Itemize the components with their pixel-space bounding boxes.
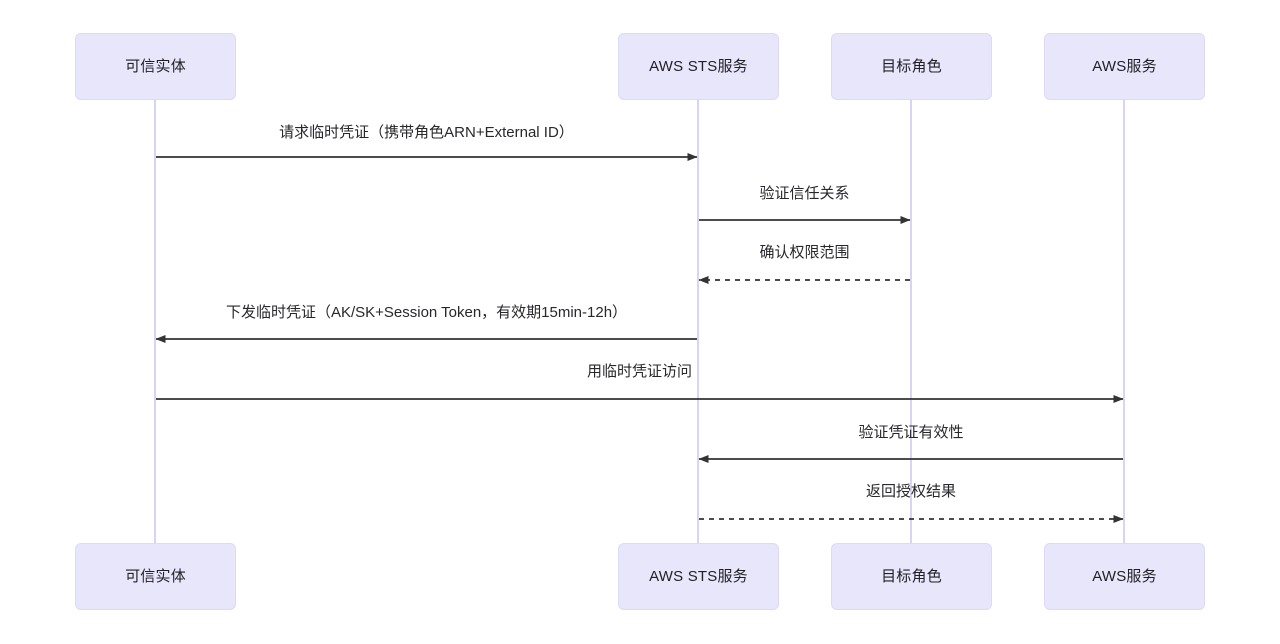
participant-label-target-role: 目标角色	[881, 568, 942, 585]
participant-box-aws-service-top[interactable]: AWS服务	[1044, 33, 1205, 100]
participant-box-trusted-entity-bottom[interactable]: 可信实体	[75, 543, 236, 610]
message-label-2: 验证信任关系	[759, 185, 850, 202]
message-label-3: 确认权限范围	[759, 244, 850, 261]
participant-label-aws-sts: AWS STS服务	[649, 568, 748, 585]
participant-box-target-role-bottom[interactable]: 目标角色	[831, 543, 992, 610]
participant-box-aws-service-bottom[interactable]: AWS服务	[1044, 543, 1205, 610]
message-arrows-group	[155, 153, 1124, 523]
message-label-6: 验证凭证有效性	[858, 424, 964, 441]
lifelines-group	[154, 100, 1125, 543]
participant-box-aws-sts-bottom[interactable]: AWS STS服务	[618, 543, 779, 610]
message-label-1: 请求临时凭证（携带角色ARN+External ID）	[279, 124, 574, 141]
message-label-5: 用临时凭证访问	[586, 363, 693, 380]
participant-label-aws-service: AWS服务	[1092, 58, 1157, 75]
participant-label-trusted-entity: 可信实体	[125, 568, 186, 585]
participant-box-trusted-entity-top[interactable]: 可信实体	[75, 33, 236, 100]
participant-label-aws-sts: AWS STS服务	[649, 58, 748, 75]
participant-label-aws-service: AWS服务	[1092, 568, 1157, 585]
participant-label-target-role: 目标角色	[881, 58, 942, 75]
participant-box-target-role-top[interactable]: 目标角色	[831, 33, 992, 100]
participant-box-aws-sts-top[interactable]: AWS STS服务	[618, 33, 779, 100]
message-label-7: 返回授权结果	[865, 483, 957, 500]
message-label-4: 下发临时凭证（AK/SK+Session Token，有效期15min-12h）	[225, 304, 628, 321]
participant-label-trusted-entity: 可信实体	[125, 58, 186, 75]
